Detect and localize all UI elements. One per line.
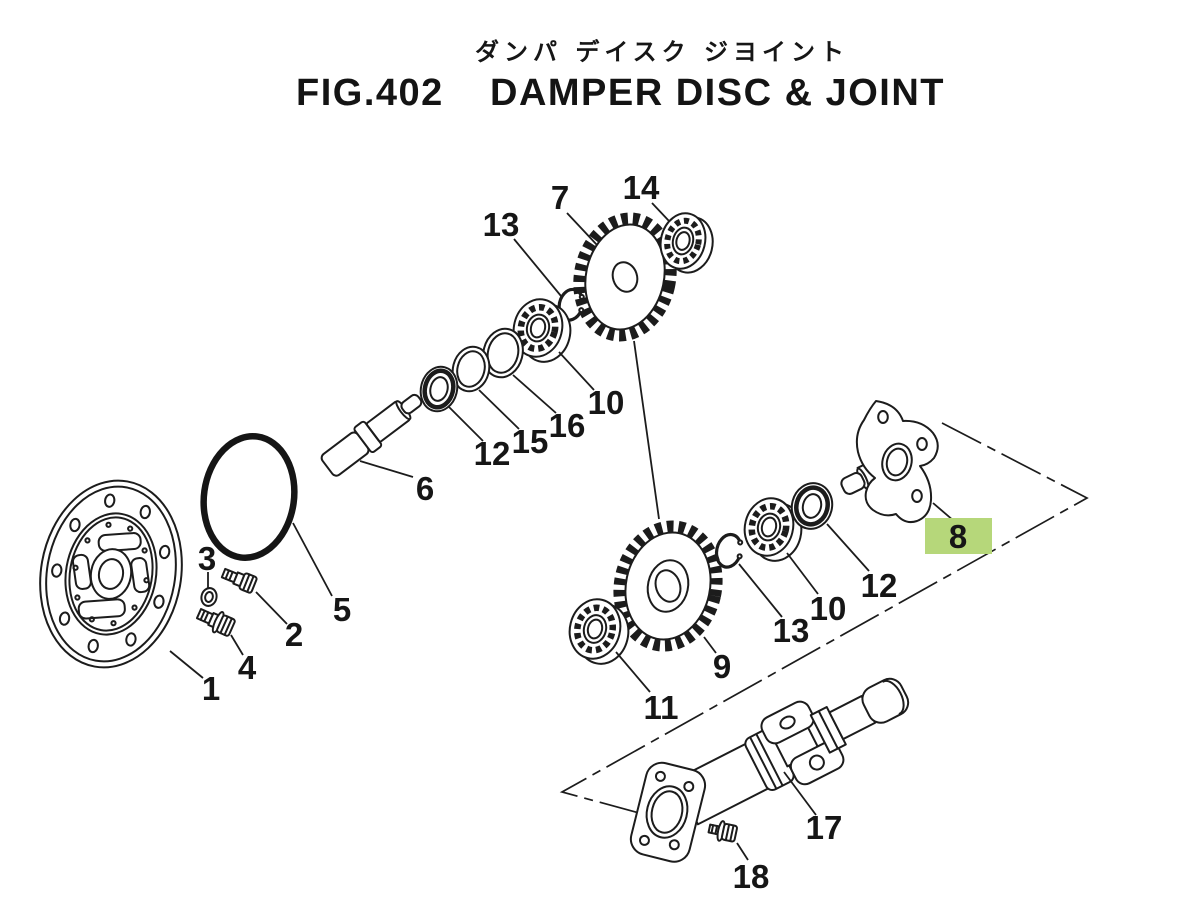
highlight-box [925, 518, 992, 554]
title-english: DAMPER DISC & JOINT [490, 72, 945, 114]
callout-13-upper: 13 [483, 206, 520, 243]
part-snap-ring-13-upper [557, 287, 585, 322]
callout-17: 17 [806, 809, 843, 846]
part-washer-16 [482, 327, 524, 379]
callout-10-lower: 10 [810, 590, 847, 627]
part-bearing-10-lower [743, 497, 803, 562]
part-bolt-4 [195, 608, 236, 637]
part-joint-shaft-17 [629, 677, 910, 863]
spring-window [77, 598, 126, 620]
part-seal-12-upper [419, 365, 459, 413]
part-snap-ring-13-lower [714, 532, 744, 569]
part-washer-15 [451, 345, 491, 393]
part-damper-disc [39, 479, 183, 669]
part-ring-gear-band [200, 433, 298, 561]
callout-13-lower: 13 [773, 612, 810, 649]
callout-1: 1 [202, 670, 220, 707]
part-bearing-11 [568, 598, 630, 665]
part-bearing-14 [659, 212, 714, 274]
gear-mesh-line [633, 340, 660, 520]
part-flange-8 [840, 400, 939, 524]
callout-12-upper: 12 [474, 435, 511, 472]
callout-6: 6 [416, 470, 434, 507]
part-input-shaft [320, 393, 423, 477]
title-japanese: ダンパ デイスク ジヨイント [475, 38, 849, 66]
leader-lines [169, 202, 955, 861]
callout-8-highlighted: 8 [949, 518, 967, 555]
callout-11: 11 [644, 689, 679, 726]
callout-7: 7 [551, 179, 569, 216]
callout-12-lower: 12 [861, 567, 898, 604]
callout-4: 4 [238, 649, 257, 686]
part-gear-9 [613, 520, 723, 652]
part-bearing-10-upper [512, 298, 572, 363]
spring-window [71, 553, 92, 590]
callout-14: 14 [623, 169, 660, 206]
part-bolt-2 [220, 567, 258, 594]
spring-window [130, 557, 151, 594]
part-bolt-18 [707, 820, 738, 843]
callout-10-upper: 10 [588, 384, 625, 421]
part-washer-3 [200, 587, 218, 607]
part-seal-12-lower [790, 482, 834, 530]
figure-number: FIG.402 [296, 72, 444, 114]
callout-3: 3 [198, 540, 216, 577]
callout-9: 9 [713, 648, 731, 685]
callout-16: 16 [549, 407, 586, 444]
assembly-axis-line [559, 422, 1089, 818]
callout-18: 18 [733, 858, 770, 895]
callout-2: 2 [285, 616, 303, 653]
callout-15: 15 [512, 423, 549, 460]
callout-5: 5 [333, 591, 351, 628]
part-gear-7 [573, 212, 677, 342]
